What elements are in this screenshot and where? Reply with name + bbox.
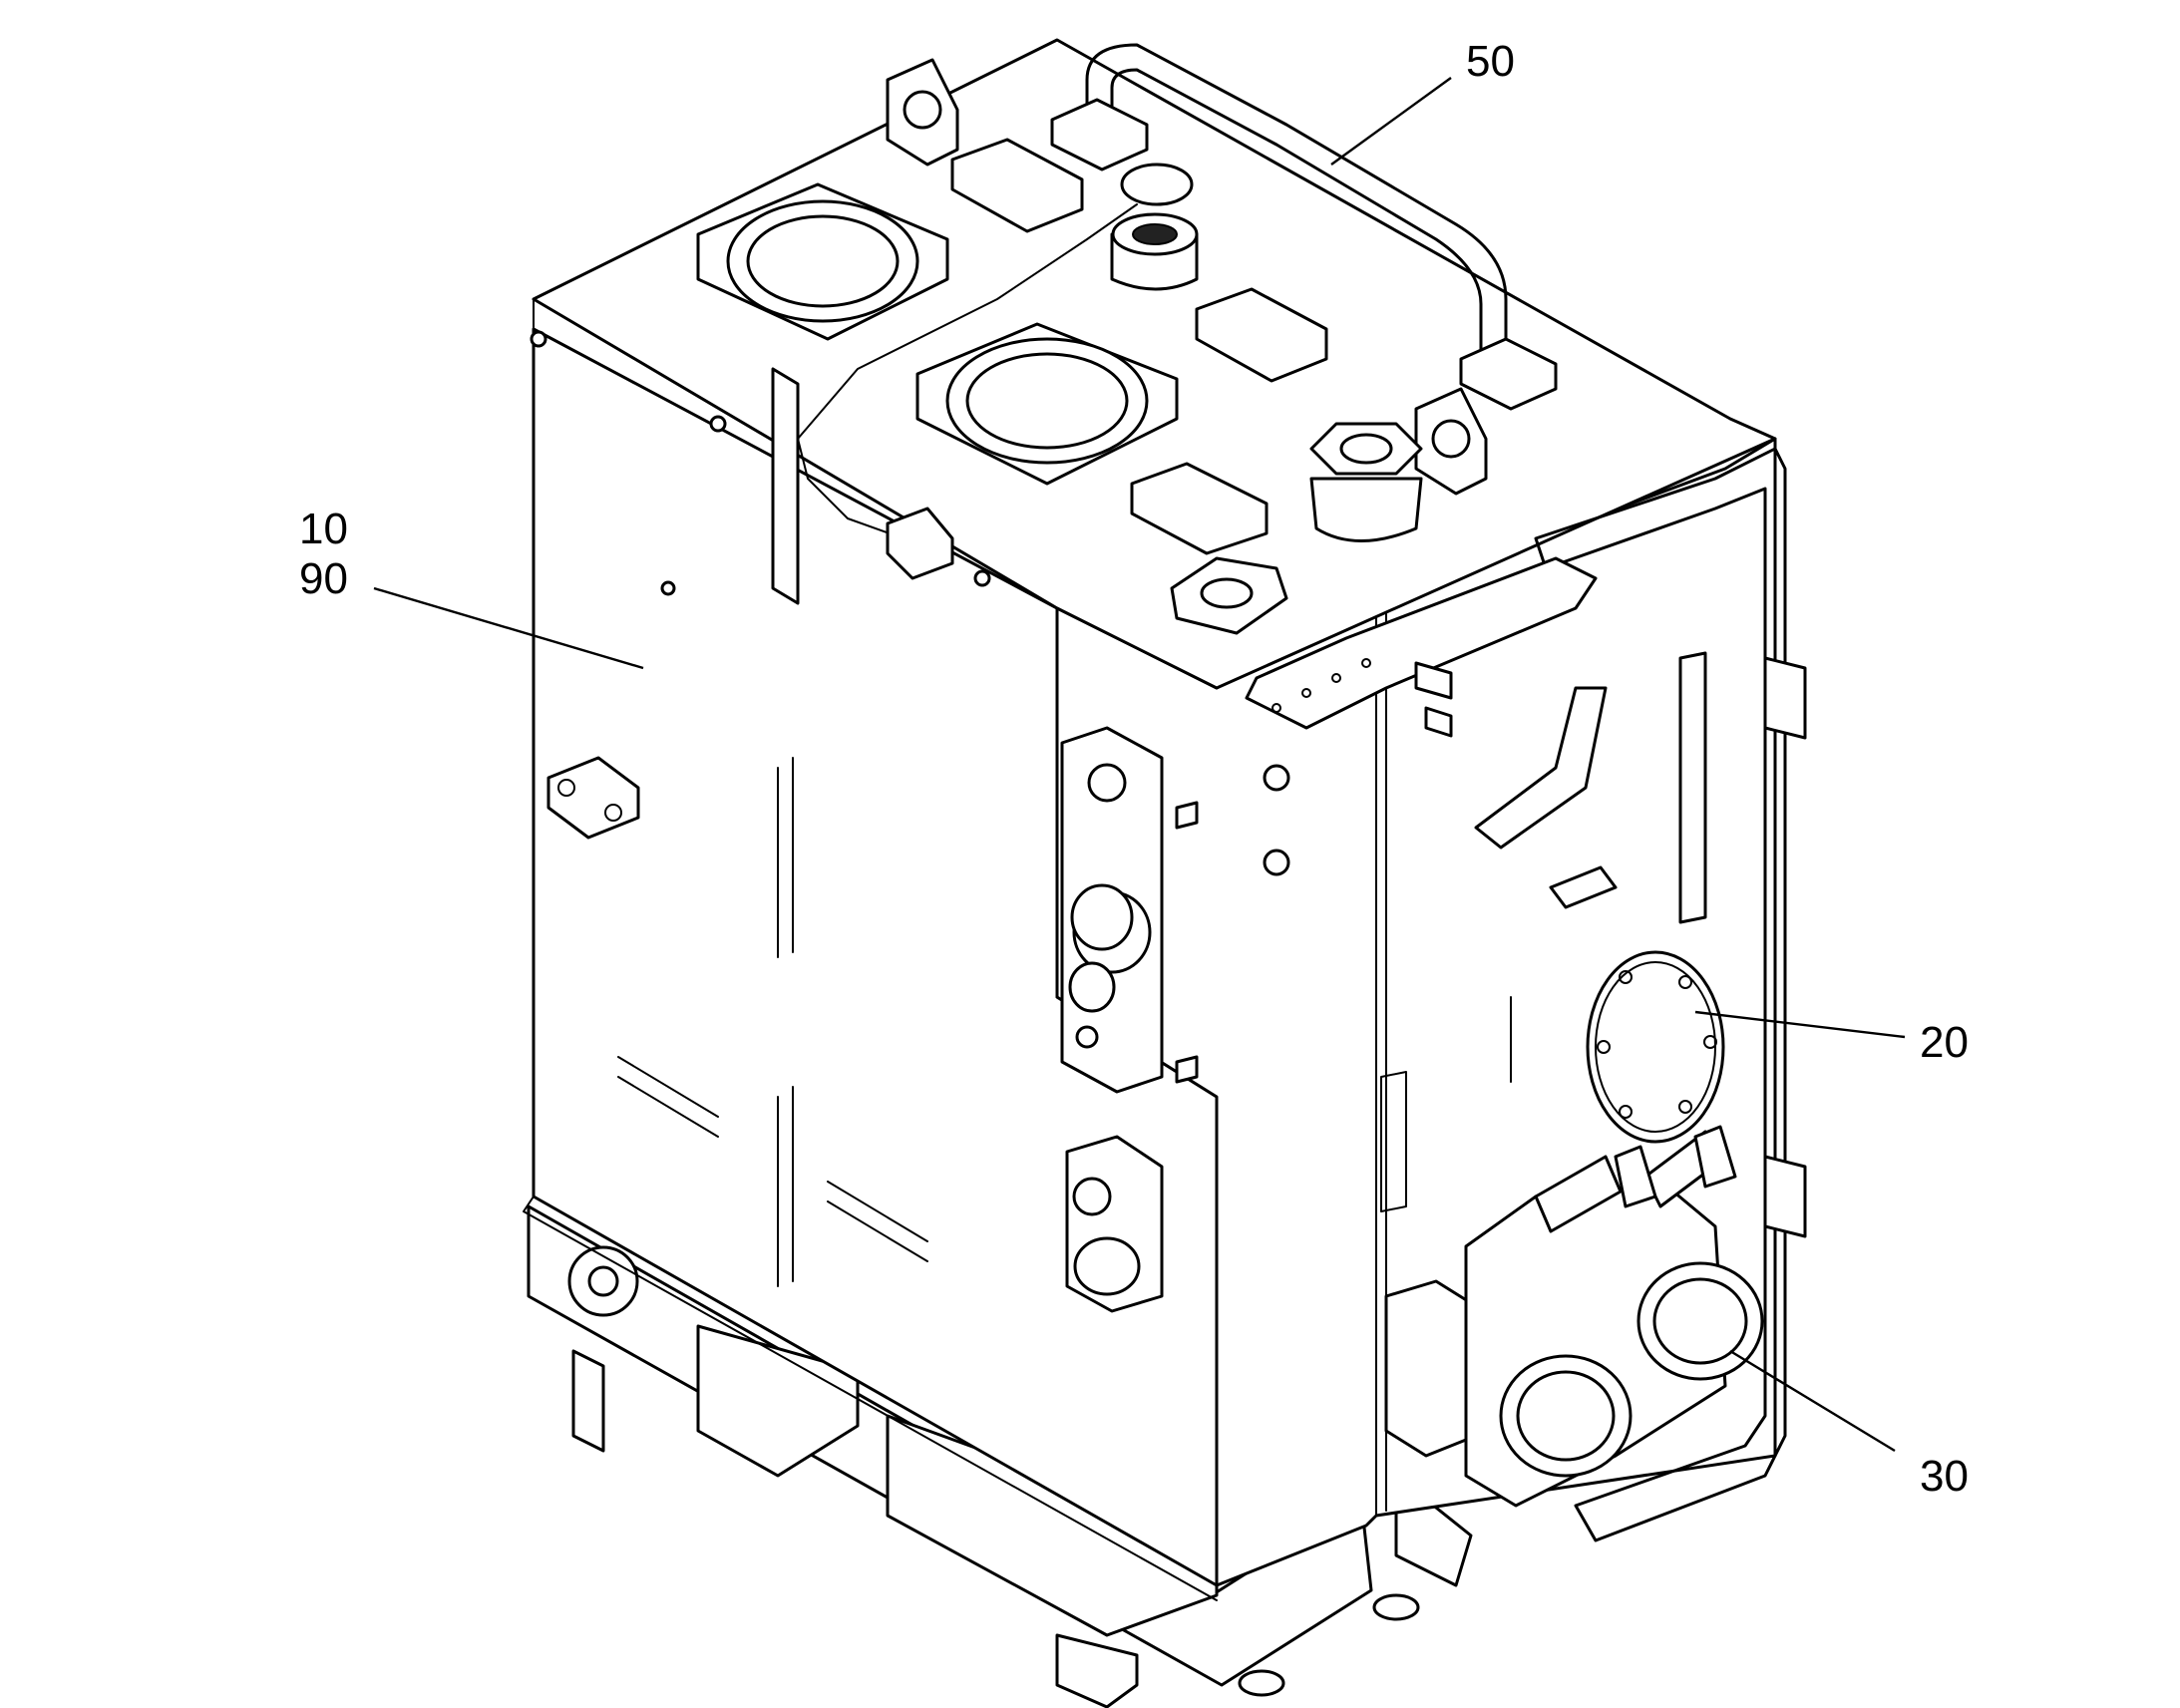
right-face-details: [1380, 651, 1707, 1212]
leader-20: [1694, 1010, 1906, 1039]
callout-20: 20: [1920, 1018, 1969, 1067]
callout-50: 50: [1466, 37, 1515, 86]
callout-10: 10: [299, 505, 348, 553]
top-fittings: [696, 43, 1558, 635]
side-frame-rail: [1534, 447, 1787, 1542]
side-connector-panel: [1060, 726, 1290, 1313]
filler-flange-rear: [696, 182, 949, 341]
wiring-harness: [797, 203, 1138, 544]
sender-flange: [1170, 556, 1288, 635]
leader-50: [1330, 77, 1452, 166]
filler-cap: [1110, 163, 1199, 291]
leader-10-90: [373, 586, 644, 670]
filler-flange-front: [915, 322, 1179, 486]
leader-30: [1729, 1349, 1896, 1453]
callout-30: 30: [1920, 1452, 1969, 1501]
left-face-details: [530, 330, 991, 1287]
inspection-cover: [1586, 950, 1725, 1144]
base-skid: [527, 1204, 1473, 1708]
callout-90: 90: [299, 554, 348, 603]
breather-valve: [1309, 422, 1423, 542]
overhead-vent-hose: [1085, 43, 1508, 351]
valve-assembly: [1384, 1125, 1764, 1508]
